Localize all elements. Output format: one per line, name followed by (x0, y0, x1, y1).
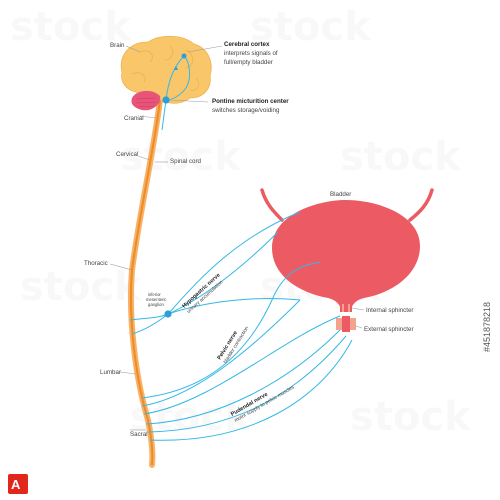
label-internal-sphincter: Internal sphincter (366, 307, 413, 314)
bladder (260, 188, 434, 312)
svg-text:stock: stock (20, 264, 142, 310)
label-cranial: Cranial (124, 115, 144, 122)
label-bladder: Bladder (330, 191, 351, 198)
svg-text:A: A (11, 477, 21, 492)
label-ganglion-1: inferior (148, 292, 161, 297)
label-thoracic: Thoracic (84, 260, 108, 267)
hypogastric-nerve-paths (129, 211, 301, 335)
hypogastric-nerve-label: Hypogastric nerve urinary accumulation (181, 272, 224, 314)
label-sacral: Sacral (130, 431, 148, 438)
label-brain: Brain (110, 42, 125, 49)
pelvic-nerve-paths (141, 261, 341, 415)
stock-footer (0, 468, 500, 500)
spinal-cord (127, 97, 163, 468)
label-cervical: Cervical (116, 151, 138, 158)
stock-logo-icon: A (8, 474, 28, 494)
ganglion-node (164, 310, 172, 318)
cerebellum (131, 90, 161, 111)
leaders (109, 45, 365, 431)
label-lumbar: Lumbar (100, 369, 121, 376)
label-ganglion-3: ganglion (148, 302, 165, 307)
pontine-node (162, 96, 170, 104)
svg-text:stock: stock (340, 134, 462, 180)
label-pontine-desc: switches storage/voiding (212, 107, 280, 114)
cortex-node (181, 53, 187, 59)
pudendal-nerve-paths (145, 329, 353, 441)
brain (120, 35, 212, 104)
label-pontine-center: Pontine micturition center (212, 98, 289, 105)
label-cerebral-cortex-desc-2: full/empty bladder (224, 59, 273, 66)
svg-text:stock: stock (350, 394, 472, 440)
label-cerebral-cortex-desc-1: interprets signals of (224, 50, 278, 57)
stock-id: #451878218 (482, 301, 492, 352)
label-ganglion-2: mesenteric (146, 297, 166, 302)
label-spinal-cord: Spinal cord (170, 158, 202, 165)
brain-pathway (161, 53, 191, 131)
label-external-sphincter: External sphincter (364, 326, 414, 333)
label-cerebral-cortex: Cerebral cortex (224, 41, 270, 48)
internal-sphincter (340, 300, 352, 312)
external-sphincter (336, 316, 356, 332)
